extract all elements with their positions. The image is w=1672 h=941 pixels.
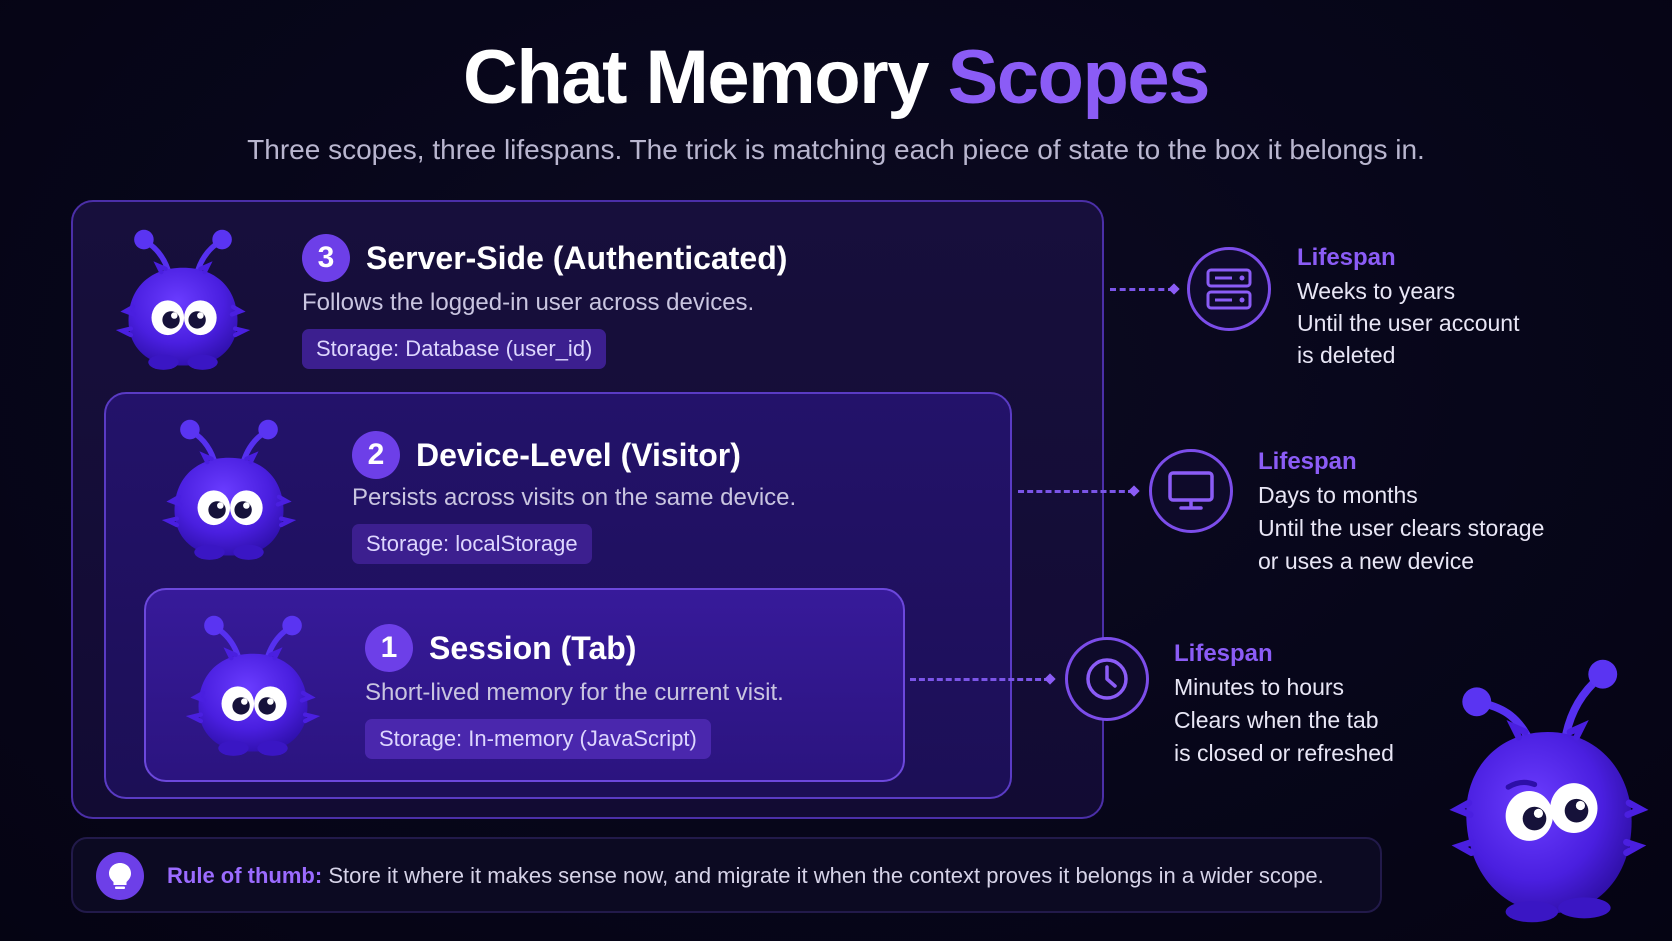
storage-badge: Storage: In-memory (JavaScript): [365, 719, 711, 759]
server-icon: [1187, 247, 1271, 331]
scope-title: Server-Side (Authenticated): [366, 239, 788, 276]
monster-mascot-icon: [162, 410, 296, 562]
monitor-icon: [1149, 449, 1233, 533]
scope-title: Device-Level (Visitor): [416, 436, 741, 473]
scope-number-badge: 1: [365, 624, 413, 672]
page-subtitle: Three scopes, three lifespans. The trick…: [247, 134, 1425, 165]
scope-heading-server-side: 3 Server-Side (Authenticated): [302, 234, 787, 282]
lifespan-line: Until the user clears storage: [1258, 515, 1545, 541]
scope-description: Follows the logged-in user across device…: [302, 289, 755, 316]
connector-line: [1110, 288, 1174, 291]
rule-of-thumb-banner: Rule of thumb: Store it where it makes s…: [71, 837, 1382, 913]
scope-number-badge: 3: [302, 234, 350, 282]
monster-mascot-icon: [186, 606, 320, 758]
connector-dot: [1168, 283, 1180, 295]
connector-line: [910, 678, 1050, 681]
storage-badge: Storage: localStorage: [352, 524, 592, 564]
lifespan-label: Lifespan: [1258, 448, 1357, 475]
title-accent: Scopes: [947, 35, 1211, 120]
title-main: Chat Memory: [463, 35, 929, 120]
connector-line: [1018, 490, 1134, 493]
storage-badge: Storage: Database (user_id): [302, 329, 607, 369]
scope-heading-device-level: 2 Device-Level (Visitor): [352, 431, 741, 479]
connector-dot: [1128, 485, 1140, 497]
scope-heading-session: 1 Session (Tab): [365, 624, 636, 672]
scope-description: Short-lived memory for the current visit…: [365, 679, 784, 706]
lifespan-line: or uses a new device: [1258, 548, 1475, 574]
scope-description: Persists across visits on the same devic…: [352, 484, 797, 511]
lifespan-line: is closed or refreshed: [1174, 740, 1394, 766]
lifespan-line: Clears when the tab: [1174, 707, 1379, 733]
lifespan-line: Minutes to hours: [1174, 674, 1345, 700]
scope-title: Session (Tab): [429, 629, 637, 666]
scope-number-badge: 2: [352, 431, 400, 479]
lifespan-line: Weeks to years: [1297, 278, 1456, 304]
monster-mascot-icon: [116, 220, 250, 372]
rule-label: Rule of thumb:: [167, 863, 323, 888]
monster-mascot-large-icon: [1449, 659, 1649, 923]
clock-icon: [1065, 637, 1149, 721]
page-title: Chat Memory Scopes: [0, 34, 1672, 122]
lifespan-label: Lifespan: [1174, 640, 1273, 667]
lifespan-label: Lifespan: [1297, 244, 1396, 271]
lightbulb-icon: [96, 852, 144, 900]
rule-of-thumb-text: Rule of thumb: Store it where it makes s…: [167, 863, 1324, 889]
lifespan-line: Until the user account: [1297, 310, 1520, 336]
rule-body: Store it where it makes sense now, and m…: [322, 863, 1324, 888]
lifespan-line: Days to months: [1258, 482, 1418, 508]
lifespan-line: is deleted: [1297, 342, 1396, 368]
